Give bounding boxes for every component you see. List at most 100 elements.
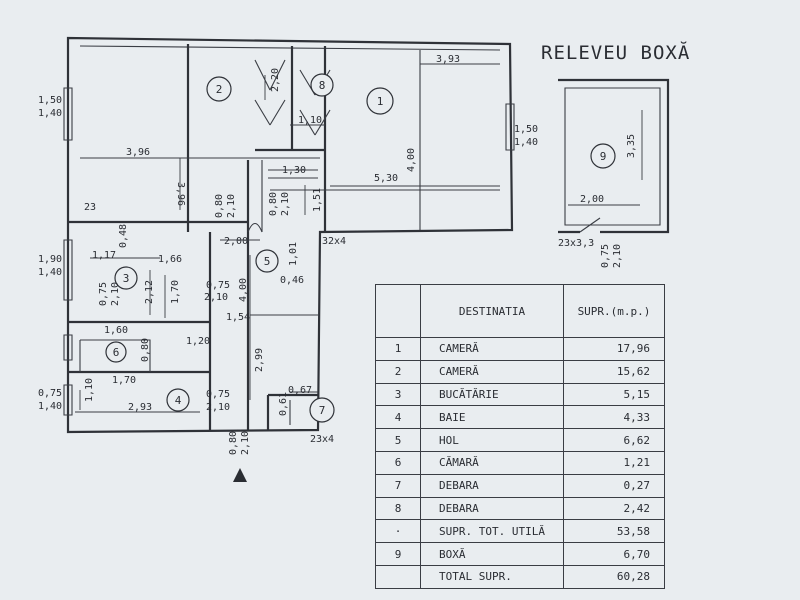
legend-header-nr bbox=[375, 284, 421, 338]
svg-text:1,17: 1,17 bbox=[92, 250, 116, 261]
svg-text:1,30: 1,30 bbox=[282, 165, 306, 176]
svg-text:0,80: 0,80 bbox=[228, 431, 239, 455]
svg-text:3,96: 3,96 bbox=[175, 182, 186, 206]
legend-header-row: DESTINATIA SUPR.(m.p.) bbox=[375, 284, 665, 338]
svg-text:0,67: 0,67 bbox=[288, 385, 312, 396]
room-bubble-1: 1 bbox=[366, 87, 394, 115]
svg-text:1: 1 bbox=[377, 95, 384, 108]
svg-text:23x4: 23x4 bbox=[310, 434, 334, 445]
svg-text:1,20: 1,20 bbox=[186, 336, 210, 347]
svg-text:3,96: 3,96 bbox=[126, 147, 150, 158]
legend-header-area: SUPR.(m.p.) bbox=[563, 284, 665, 338]
svg-text:5,30: 5,30 bbox=[374, 173, 398, 184]
legend-cell-area: 53,58 bbox=[563, 519, 665, 544]
pantry-inner bbox=[79, 339, 151, 372]
legend-row: TOTAL SUPR.60,28 bbox=[375, 564, 665, 589]
svg-text:4,00: 4,00 bbox=[406, 148, 417, 172]
svg-text:8: 8 bbox=[319, 79, 326, 92]
svg-text:1,40: 1,40 bbox=[514, 137, 538, 148]
svg-text:7: 7 bbox=[319, 404, 326, 417]
legend-cell-area: 6,62 bbox=[563, 428, 665, 452]
legend-cell-nr: 4 bbox=[375, 405, 421, 430]
legend-cell-nr: 1 bbox=[375, 337, 421, 361]
svg-text:3,93: 3,93 bbox=[436, 54, 460, 65]
box-inner-wall bbox=[564, 87, 661, 226]
legend-cell-area: 2,42 bbox=[563, 496, 665, 521]
svg-text:3,35: 3,35 bbox=[626, 134, 637, 158]
legend-cell-name: BAIE bbox=[420, 405, 564, 430]
svg-text:2,10: 2,10 bbox=[110, 282, 121, 306]
dimension-labels: 3,93 2,20 1,10 3,96 3,96 1,30 5,30 4,00 … bbox=[38, 54, 637, 455]
svg-text:4: 4 bbox=[175, 394, 182, 407]
legend-header-destination: DESTINATIA bbox=[420, 284, 564, 338]
svg-text:1,40: 1,40 bbox=[38, 267, 62, 278]
svg-text:1,60: 1,60 bbox=[104, 325, 128, 336]
room-bubble-8: 8 bbox=[310, 73, 334, 97]
window-right bbox=[505, 103, 515, 151]
svg-text:1,50: 1,50 bbox=[514, 124, 538, 135]
plan-title: RELEVEU BOXĂ bbox=[541, 42, 691, 64]
svg-text:2,00: 2,00 bbox=[580, 194, 604, 205]
svg-text:0,75: 0,75 bbox=[206, 280, 230, 291]
svg-text:32x4: 32x4 bbox=[322, 236, 346, 247]
box-dim-lines bbox=[568, 110, 643, 206]
svg-text:2,20: 2,20 bbox=[270, 68, 281, 92]
svg-text:1,54: 1,54 bbox=[226, 312, 250, 323]
legend-cell-area: 6,70 bbox=[563, 542, 665, 566]
svg-text:6: 6 bbox=[113, 346, 120, 359]
svg-text:1,10: 1,10 bbox=[298, 115, 322, 126]
svg-text:23: 23 bbox=[84, 202, 96, 213]
svg-text:0,75: 0,75 bbox=[38, 388, 62, 399]
legend-cell-name: CĂMARĂ bbox=[420, 450, 564, 475]
svg-text:2,10: 2,10 bbox=[280, 192, 291, 216]
svg-text:23x3,3: 23x3,3 bbox=[558, 238, 594, 249]
svg-text:0,80: 0,80 bbox=[214, 194, 225, 218]
svg-text:2: 2 bbox=[216, 83, 223, 96]
svg-text:0,75: 0,75 bbox=[98, 282, 109, 306]
svg-text:4,00: 4,00 bbox=[238, 278, 249, 302]
svg-text:3: 3 bbox=[123, 272, 130, 285]
legend-cell-nr: 6 bbox=[375, 450, 421, 475]
svg-text:1,40: 1,40 bbox=[38, 401, 62, 412]
legend-cell-name: TOTAL SUPR. bbox=[420, 564, 564, 589]
window-left-top bbox=[63, 87, 73, 141]
box-outer-wall bbox=[558, 78, 670, 234]
room-bubble-9: 9 bbox=[590, 143, 616, 169]
room-bubble-2: 2 bbox=[206, 76, 232, 102]
legend-cell-name: BOXĂ bbox=[420, 542, 564, 566]
svg-text:0,75: 0,75 bbox=[600, 244, 611, 268]
svg-text:0,80: 0,80 bbox=[268, 192, 279, 216]
legend-cell-area: 0,27 bbox=[563, 473, 665, 498]
svg-text:1,01: 1,01 bbox=[288, 242, 299, 266]
legend-cell-nr: 2 bbox=[375, 359, 421, 384]
box-door-swing bbox=[579, 217, 601, 233]
legend-cell-nr: 9 bbox=[375, 542, 421, 566]
room-bubble-6: 6 bbox=[105, 341, 127, 363]
legend-cell-nr: 3 bbox=[375, 382, 421, 407]
svg-text:0,75: 0,75 bbox=[206, 389, 230, 400]
svg-text:9: 9 bbox=[600, 150, 607, 163]
svg-text:1,70: 1,70 bbox=[170, 280, 181, 304]
top-wall-inner bbox=[79, 45, 501, 51]
svg-text:2,10: 2,10 bbox=[204, 292, 228, 303]
door-swing-room2 bbox=[254, 59, 286, 126]
legend-cell-area: 1,21 bbox=[563, 450, 665, 475]
svg-text:1,66: 1,66 bbox=[158, 254, 182, 265]
svg-text:2,10: 2,10 bbox=[206, 402, 230, 413]
legend-cell-area: 15,62 bbox=[563, 359, 665, 384]
legend-cell-area: 4,33 bbox=[563, 405, 665, 430]
svg-text:0,61: 0,61 bbox=[278, 392, 289, 416]
svg-text:2,12: 2,12 bbox=[144, 280, 155, 304]
svg-text:0,46: 0,46 bbox=[280, 275, 304, 286]
legend-cell-area: 5,15 bbox=[563, 382, 665, 407]
svg-text:1,10: 1,10 bbox=[84, 378, 95, 402]
window-left-bottom bbox=[63, 384, 73, 416]
room-bubble-7: 7 bbox=[309, 397, 335, 423]
